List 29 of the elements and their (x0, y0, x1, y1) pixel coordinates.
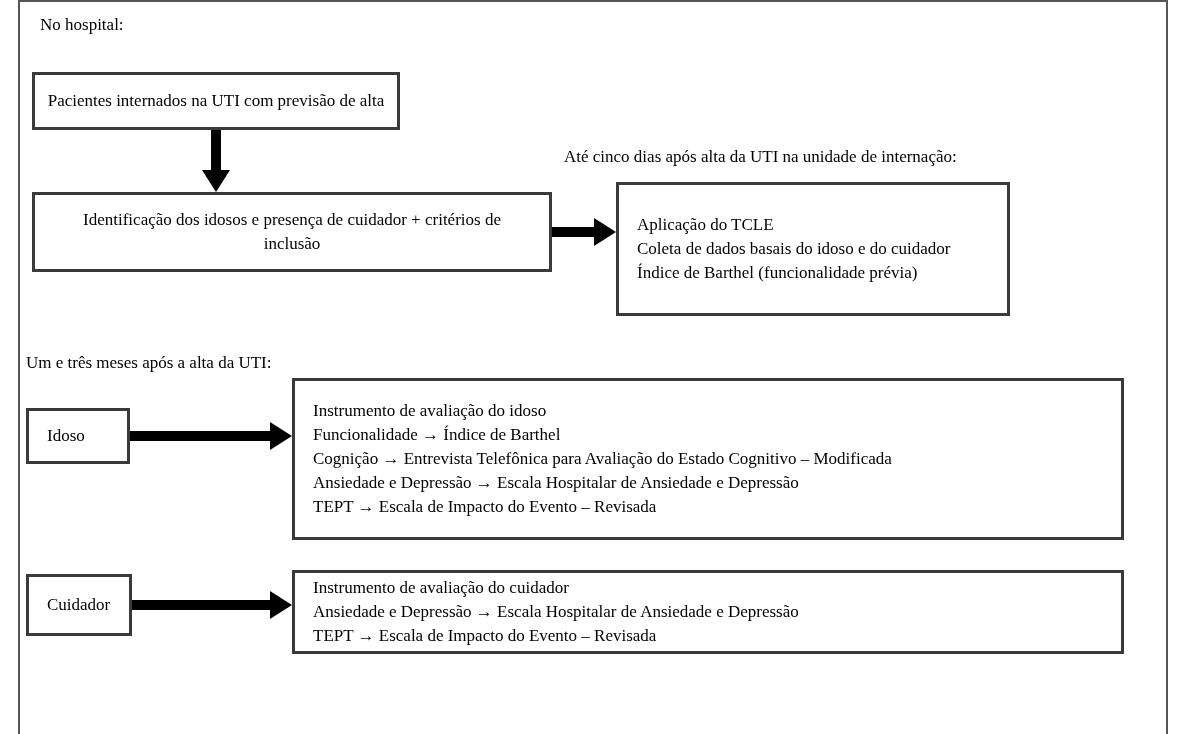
box-text: Pacientes internados na UTI com previsão de alta (47, 90, 385, 112)
process-box (32, 72, 400, 130)
arrow (552, 218, 616, 246)
box-text: Coleta de dados basais do idoso e do cuidador (637, 238, 951, 260)
process-box (292, 570, 1124, 654)
box-text: TEPT → Escala de Impacto do Evento – Revisada (313, 496, 657, 518)
box-text: Aplicação do TCLE (637, 214, 774, 236)
arrow (202, 130, 230, 192)
box-text: Instrumento de avaliação do idoso (313, 400, 547, 422)
process-box (26, 574, 132, 636)
process-box (292, 378, 1124, 540)
box-text: Funcionalidade → Índice de Barthel (313, 424, 561, 446)
section-heading: No hospital: (40, 14, 124, 36)
box-text: Ansiedade e Depressão → Escala Hospitalar de Ansiedade e Depressão (313, 472, 799, 494)
process-box (26, 408, 130, 464)
arrow (132, 591, 292, 619)
section-heading: Até cinco dias após alta da UTI na unidade de internação: (564, 146, 957, 168)
box-text: Instrumento de avaliação do cuidador (313, 577, 569, 599)
arrow (130, 422, 292, 450)
box-text: Cuidador (47, 594, 111, 616)
box-text: TEPT → Escala de Impacto do Evento – Revisada (313, 625, 657, 647)
process-box (616, 182, 1010, 316)
box-text: Ansiedade e Depressão → Escala Hospitalar de Ansiedade e Depressão (313, 601, 799, 623)
box-text: Índice de Barthel (funcionalidade prévia) (637, 262, 918, 284)
box-text: Idoso (47, 425, 85, 447)
box-text: Cognição → Entrevista Telefônica para Avaliação do Estado Cognitivo – Modificada (313, 448, 892, 470)
section-heading: Um e três meses após a alta da UTI: (26, 352, 272, 374)
process-box (32, 192, 552, 272)
box-text: Identificação dos idosos e presença de cuidador + critérios de inclusão (82, 209, 502, 255)
